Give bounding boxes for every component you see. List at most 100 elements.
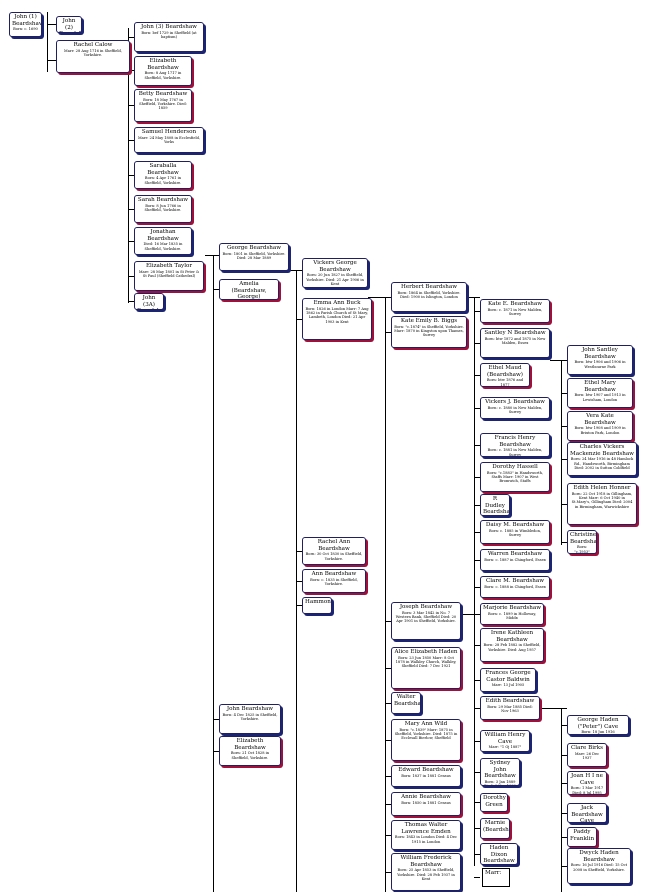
person-box-jack-beardshaw[interactable]: Jack Beardshaw Cave xyxy=(567,803,607,823)
connector-line xyxy=(385,804,391,805)
person-details: Marr: 28 May 1801 in St Peter & St Paul … xyxy=(138,269,200,278)
connector-line xyxy=(47,60,56,61)
connector-line xyxy=(385,621,391,622)
person-details: Born: c. 1881 in New Malden, Surrey xyxy=(487,448,543,457)
person-name: Charles Vickers Mackenzie Beardshaw xyxy=(570,444,634,457)
person-details: Born: btw 1906 and 1906 in Westbourne Pa… xyxy=(574,360,626,369)
person-box-hammond[interactable]: Hammond xyxy=(302,597,332,614)
person-details: Born: c. 1899 in Holloway, Middx xyxy=(487,611,537,620)
connector-line xyxy=(561,755,567,756)
person-details: Born: 16 Jul 1916 Died: 15 Oct 2008 in S… xyxy=(570,863,628,872)
person-name: Dwyck Haden Beardshaw xyxy=(579,850,619,863)
person-box-dorothy-green[interactable]: Dorothy Green xyxy=(480,793,508,812)
person-box-haden-dixon[interactable]: Haden Dixon Beardshaw xyxy=(480,843,518,865)
connector-line xyxy=(561,837,567,838)
person-details: Born: 29 Mar 1885 Died: Nov 1963 xyxy=(487,704,533,713)
person-box-ethel-maud[interactable]: Ethel Maud (Beardshaw)Born: btw 1876 and… xyxy=(480,363,530,387)
person-box-paddy[interactable]: Paddy Franklin xyxy=(567,827,597,847)
person-box-marnie[interactable]: Marnie (Beardshaw) xyxy=(480,818,510,839)
connector-line xyxy=(296,319,302,320)
person-name: Edith Beardshaw xyxy=(485,698,535,704)
person-details: Born: bef 1729 in Sheffield (at baptism) xyxy=(141,30,197,39)
person-box-john3a[interactable]: John (3A) Beardshaw xyxy=(134,293,164,310)
person-box-john2[interactable]: John (2) Beardshaw xyxy=(56,16,82,33)
connector-line xyxy=(128,301,134,302)
person-name: George Haden ("Peter") Cave xyxy=(577,717,619,730)
connector-line xyxy=(561,426,567,427)
person-details: Born: 18 Jun 1916 xyxy=(581,730,615,735)
person-name: Haden Dixon Beardshaw xyxy=(483,845,515,865)
connector-line xyxy=(474,614,475,866)
person-details: Born: btw 1872 and 1875 in New Malden, E… xyxy=(484,336,546,345)
person-box-amelia[interactable]: Amelia (Beardshaw, George)Born: 1802 xyxy=(219,279,279,300)
person-details: Born: c. 1887 in Chingford, Essex xyxy=(484,557,546,562)
person-name: Thomas Walter Lawrence Emden xyxy=(401,822,451,835)
connector-line xyxy=(461,614,480,615)
person-name: Vickers George Beardshaw xyxy=(313,260,357,273)
person-details: Marr: 24 May 1808 in Ecclesfield, Yorks xyxy=(137,135,201,144)
connector-line xyxy=(561,783,567,784)
connector-line xyxy=(474,505,480,506)
person-box-marr-placeholder[interactable]: Marr: xyxy=(482,868,510,887)
person-details: Born: 3 Jan 1889 Died: 3 Nov 1939 xyxy=(484,779,516,785)
person-name: John (3) Beardshaw xyxy=(141,24,197,30)
person-details: Marr: "1 Oj 1887" xyxy=(488,745,522,750)
person-name: Marnie (Beardshaw) xyxy=(483,820,509,833)
connector-line xyxy=(467,297,480,298)
person-box-walter[interactable]: Walter Beardshaw xyxy=(391,692,421,714)
person-name: Betty Beardshaw xyxy=(138,91,188,97)
person-details: Born: "c.1839" Marr: 1875 in Sheffield, … xyxy=(394,727,458,741)
